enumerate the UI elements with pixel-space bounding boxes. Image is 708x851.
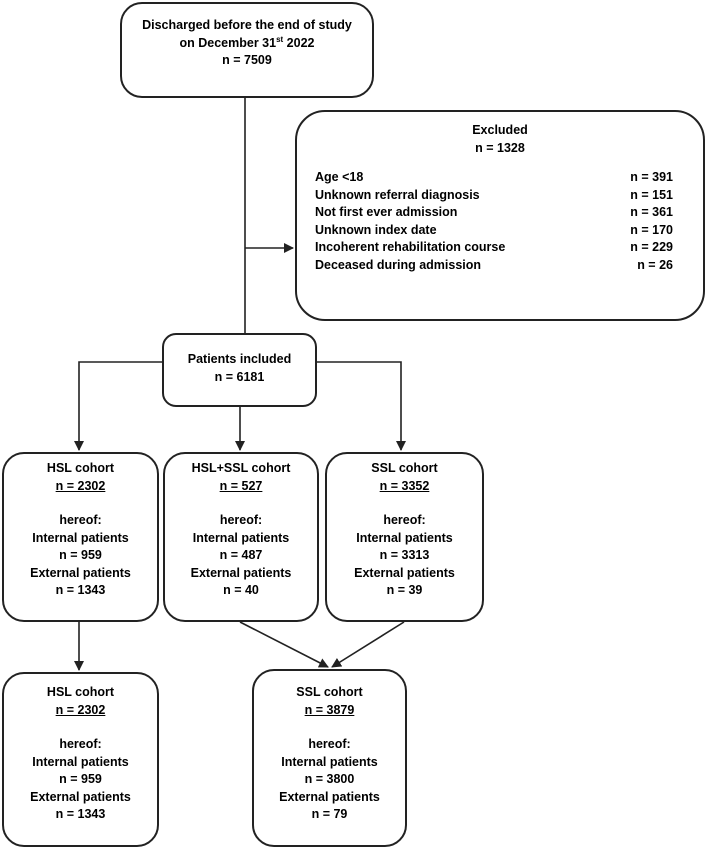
excluded-box: Excluded n = 1328 Age <18 n = 391 Unknown… [295,110,705,321]
discharged-date-sup: st [276,34,284,44]
internal-label: Internal patients [356,530,453,545]
external-label: External patients [30,789,131,804]
internal-count: n = 3800 [304,772,355,786]
excluded-row: Not first ever admission n = 361 [297,204,703,222]
cohort-count: n = 2302 [55,702,106,717]
external-count: n = 1343 [55,807,106,821]
discharged-date-prefix: on December 31 [179,35,277,50]
cohort-hereof: hereof: [59,513,102,527]
cohort-hereof: hereof: [219,513,263,527]
arrow-to-ssl [317,361,406,451]
arrow-hslssl-to-ssl-final [239,621,329,668]
internal-count: n = 487 [219,548,263,562]
internal-count: n = 959 [59,548,102,562]
external-count: n = 40 [223,583,259,597]
discharged-line1: Discharged before the end of study [142,18,352,32]
hsl-final-cohort-box: HSL cohort n = 2302 hereof: Internal pat… [2,672,159,847]
ssl-cohort-box: SSL cohort n = 3352 hereof: Internal pat… [325,452,484,622]
excluded-reason-count: n = 170 [630,222,673,237]
external-label: External patients [279,789,380,804]
hsl-ssl-cohort-box: HSL+SSL cohort n = 527 hereof: Internal … [163,452,319,622]
excluded-reason: Not first ever admission [315,205,458,219]
excluded-row: Unknown index date n = 170 [297,222,703,240]
external-label: External patients [354,565,455,580]
excluded-reasons-list: Age <18 n = 391 Unknown referral diagnosi… [297,169,703,274]
cohort-title: HSL+SSL cohort [191,461,291,475]
ssl-final-cohort-box: SSL cohort n = 3879 hereof: Internal pat… [252,669,407,847]
cohort-title: HSL cohort [46,461,115,475]
cohort-count: n = 2302 [55,478,106,493]
cohort-title: SSL cohort [371,461,438,475]
internal-label: Internal patients [32,754,129,769]
internal-count: n = 959 [59,772,102,786]
cohort-hereof: hereof: [59,737,102,751]
external-count: n = 1343 [55,583,106,597]
excluded-row: Incoherent rehabilitation course n = 229 [297,239,703,257]
included-title: Patients included [187,352,292,366]
excluded-row: Unknown referral diagnosis n = 151 [297,187,703,205]
cohort-count: n = 3879 [304,702,355,717]
discharged-line2: on December 31st 2022 [122,35,372,53]
excluded-reason: Unknown referral diagnosis [315,187,480,202]
cohort-count: n = 527 [219,478,263,493]
discharged-date-suffix: 2022 [283,35,315,50]
excluded-reason-count: n = 26 [637,257,673,272]
internal-count: n = 3313 [379,548,430,562]
external-label: External patients [190,565,292,580]
cohort-hereof: hereof: [308,737,351,751]
cohort-hereof: hereof: [383,513,426,527]
cohort-count: n = 3352 [379,478,430,493]
excluded-reason-count: n = 229 [630,240,673,254]
excluded-reason-count: n = 391 [630,170,673,184]
excluded-count: n = 1328 [475,140,525,155]
arrow-ssl-to-ssl-final [331,621,405,668]
excluded-title: Excluded [472,123,528,137]
hsl-cohort-box: HSL cohort n = 2302 hereof: Internal pat… [2,452,159,622]
cohort-title: HSL cohort [46,685,115,699]
excluded-row: Deceased during admission n = 26 [297,257,703,275]
excluded-row: Age <18 n = 391 [297,169,703,187]
excluded-reason: Incoherent rehabilitation course [315,240,506,254]
external-count: n = 39 [386,583,423,597]
discharged-box: Discharged before the end of study on De… [120,2,374,98]
patients-included-box: Patients included n = 6181 [162,333,317,407]
excluded-reason: Age <18 [315,170,364,184]
external-count: n = 79 [311,807,348,821]
internal-label: Internal patients [192,530,290,545]
discharged-count: n = 7509 [222,53,272,67]
included-count: n = 6181 [214,369,265,384]
internal-label: Internal patients [32,530,129,545]
excluded-reason-count: n = 361 [630,205,673,219]
excluded-reason: Deceased during admission [315,257,482,272]
arrow-to-hsl [74,361,162,451]
external-label: External patients [30,565,131,580]
excluded-reason-count: n = 151 [630,187,673,202]
internal-label: Internal patients [281,754,378,769]
excluded-reason: Unknown index date [315,222,437,237]
cohort-title: SSL cohort [296,685,363,699]
